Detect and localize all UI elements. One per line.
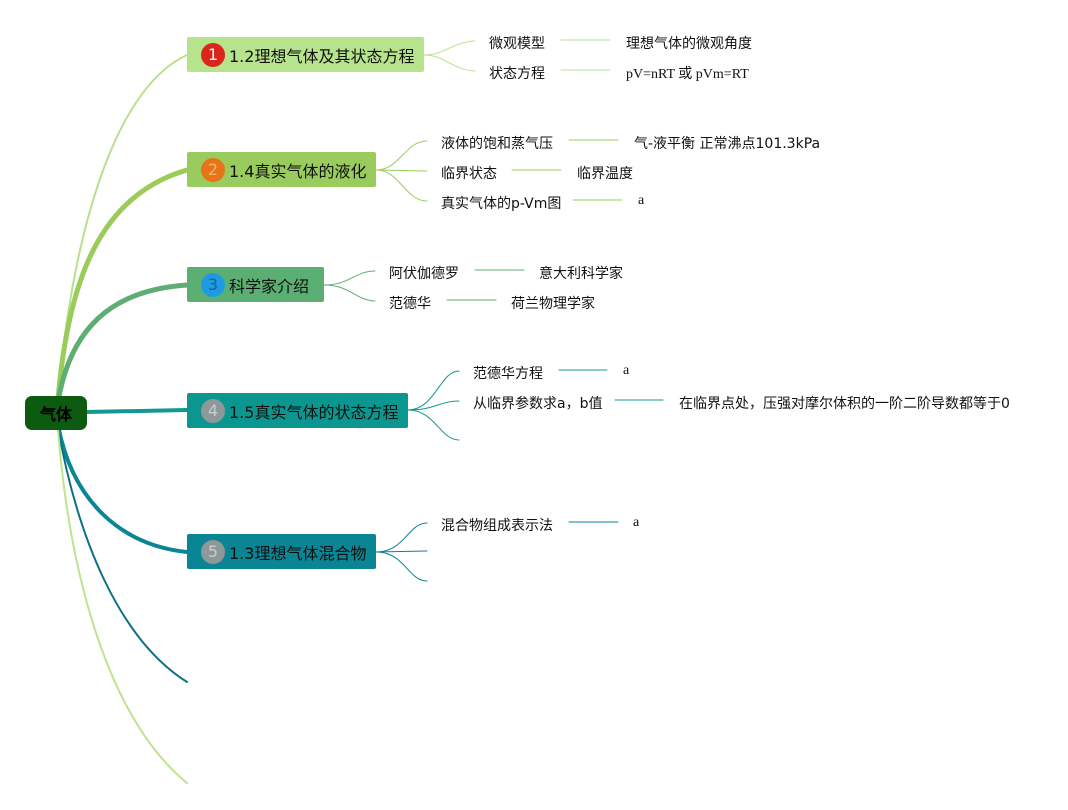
- root-node[interactable]: 气体: [25, 396, 87, 430]
- topic-2-child-1-connector: [375, 140, 428, 171]
- topic-5-child-2-connector: [375, 550, 428, 553]
- topic-5-child-1-label[interactable]: 混合物组成表示法: [441, 518, 553, 534]
- topic-1-child-2-detail[interactable]: pV=nRT 或 pVm=RT: [626, 67, 749, 82]
- root-to-empty-branch-2-connector: [57, 429, 188, 784]
- topic-2-child-3-detail[interactable]: a: [638, 193, 645, 208]
- topic-4-child-1-label[interactable]: 范德华方程: [473, 366, 543, 382]
- root-to-topic-5-connector: [56, 423, 189, 554]
- topic-4-node[interactable]: 4 1.5真实气体的状态方程: [187, 393, 408, 428]
- topic-4-child-2-connector: [407, 400, 460, 411]
- topic-2-child-2-connector: [375, 169, 428, 172]
- root-to-topic-2-connector: [55, 167, 190, 403]
- topic-5-label: 1.3理想气体混合物: [229, 543, 367, 563]
- topic-1-child-2-connector: [423, 54, 476, 72]
- topic-1-label: 1.2理想气体及其状态方程: [229, 46, 415, 66]
- topic-2-child-1-detail[interactable]: 气-液平衡 正常沸点101.3kPa: [634, 136, 821, 152]
- topic-1-child-1-connector: [423, 40, 476, 56]
- topic-2-child-3-connector: [375, 169, 428, 202]
- topic-4-child-1-connector: [407, 370, 460, 411]
- topic-1-child-1-label[interactable]: 微观模型: [489, 36, 545, 52]
- topic-3-number-badge: 3: [201, 272, 225, 297]
- topic-4-child-1-detail[interactable]: a: [623, 363, 630, 378]
- topic-5-node[interactable]: 5 1.3理想气体混合物: [187, 534, 376, 569]
- root-to-topic-3-connector: [55, 282, 190, 405]
- topic-4-child-2-label[interactable]: 从临界参数求a，b值: [473, 396, 603, 412]
- topic-3-child-1-label[interactable]: 阿伏伽德罗: [389, 266, 459, 282]
- topic-3-child-1-detail[interactable]: 意大利科学家: [539, 266, 623, 282]
- topic-5-child-1-connector: [375, 522, 428, 553]
- topic-2-number-badge: 2: [201, 157, 225, 182]
- topic-1-number-badge: 1: [201, 42, 225, 67]
- topic-2-child-3-label[interactable]: 真实气体的p-Vm图: [441, 196, 562, 212]
- topic-2-label: 1.4真实气体的液化: [229, 161, 367, 181]
- topic-4-child-3-connector: [407, 409, 460, 441]
- topic-1-child-2-label[interactable]: 状态方程: [489, 66, 545, 82]
- topic-2-child-2-detail[interactable]: 临界温度: [577, 166, 633, 182]
- topic-2-child-1-label[interactable]: 液体的饱和蒸气压: [441, 136, 553, 152]
- topic-1-child-1-detail[interactable]: 理想气体的微观角度: [626, 36, 752, 52]
- topic-3-node[interactable]: 3 科学家介绍: [187, 267, 324, 302]
- topic-3-child-1-connector: [323, 270, 376, 286]
- root-to-topic-4-connector: [84, 408, 189, 414]
- topic-4-label: 1.5真实气体的状态方程: [229, 402, 399, 422]
- root-label: 气体: [39, 405, 72, 424]
- topic-4-number-badge: 4: [201, 398, 225, 423]
- topic-3-child-2-detail[interactable]: 荷兰物理学家: [511, 296, 595, 312]
- topic-2-node[interactable]: 2 1.4真实气体的液化: [187, 152, 376, 187]
- topic-1-node[interactable]: 1 1.2理想气体及其状态方程: [187, 37, 424, 72]
- topic-4-child-2-detail[interactable]: 在临界点处，压强对摩尔体积的一阶二阶导数都等于0: [679, 396, 1010, 412]
- topic-5-child-3-connector: [375, 551, 428, 582]
- topic-2-child-2-label[interactable]: 临界状态: [441, 166, 497, 182]
- topic-5-child-1-detail[interactable]: a: [633, 515, 640, 530]
- topic-3-child-2-label[interactable]: 范德华: [389, 296, 431, 312]
- root-to-empty-branch-1-connector: [57, 427, 188, 683]
- topic-3-child-2-connector: [323, 284, 376, 302]
- topic-5-number-badge: 5: [201, 539, 225, 564]
- topic-3-label: 科学家介绍: [229, 276, 310, 296]
